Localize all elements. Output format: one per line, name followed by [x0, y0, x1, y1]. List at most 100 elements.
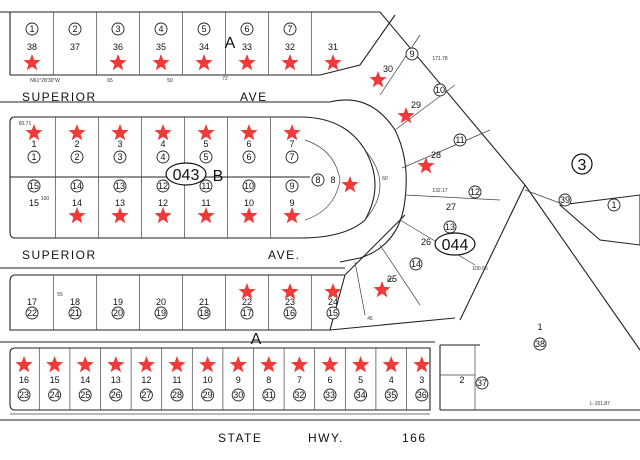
- row4-lot-number-7: 24: [328, 297, 338, 307]
- street-superior-mid: SUPERIOR: [22, 248, 97, 262]
- row5-parcel-number-3: 26: [111, 390, 121, 400]
- row3-parcel-circle-2: [113, 179, 127, 193]
- row2-lot-number-6: 7: [289, 139, 294, 149]
- east-lot-2[interactable]: 39: [558, 193, 572, 207]
- row2-lot-6[interactable]: 77: [283, 124, 301, 164]
- row2-star-marker-5: [240, 124, 258, 141]
- row1-lot-2[interactable]: 336: [109, 22, 127, 71]
- street-superior-top: SUPERIOR: [22, 90, 97, 104]
- row2-star-marker-6: [283, 124, 301, 141]
- row2-lot-3[interactable]: 44: [154, 124, 172, 164]
- cul-de-sac-parcel-circle: [311, 173, 325, 187]
- block-3-circle: 3: [571, 153, 593, 175]
- row1-parcel-number-3: 4: [158, 24, 163, 34]
- row3-lot-6[interactable]: 99: [283, 179, 301, 224]
- block-label-b: B: [213, 168, 224, 185]
- row5-lot-number-11: 5: [358, 375, 363, 385]
- row4-parcel-number-2: 20: [113, 308, 123, 318]
- row1-lot-5[interactable]: 633: [238, 22, 256, 71]
- row5-lot-12[interactable]: 354: [382, 356, 400, 402]
- row4-parcel-number-5: 17: [242, 308, 252, 318]
- row1-lot-3[interactable]: 435: [152, 22, 170, 71]
- row1-lot-4[interactable]: 534: [195, 22, 213, 71]
- row5-lot-8[interactable]: 318: [260, 356, 278, 402]
- row3-lot-number-3: 12: [158, 198, 168, 208]
- row2-parcel-number-4: 5: [203, 152, 208, 162]
- row2-lot-5[interactable]: 66: [240, 124, 258, 164]
- row3-parcel-number-5: 10: [244, 181, 254, 191]
- row3-lot-number-2: 13: [115, 198, 125, 208]
- row1-parcel-circle-6: [283, 22, 297, 36]
- row1-star-marker-6: [281, 54, 299, 71]
- fan-parcel-circle-0: [405, 47, 419, 61]
- row2-lot-2[interactable]: 33: [111, 124, 129, 164]
- row2-lot-4[interactable]: 55: [197, 124, 215, 164]
- row4-parcel-circle-1: [68, 306, 82, 320]
- row1-lot-number-7: 31: [328, 42, 338, 52]
- dim-label-9: L-151.87: [590, 401, 610, 407]
- fan-lot-0[interactable]: 309: [369, 47, 419, 88]
- row2-star-marker-2: [111, 124, 129, 141]
- row5-star-marker-0: [15, 356, 33, 373]
- row1-lot-6[interactable]: 732: [281, 22, 299, 71]
- cul-de-sac-width-label: 60: [382, 176, 388, 182]
- row1-lot-number-4: 34: [199, 42, 209, 52]
- row5-lot-11[interactable]: 345: [352, 356, 370, 402]
- row1-lot-number-0: 38: [27, 42, 37, 52]
- row1-lot-7[interactable]: 31: [324, 42, 342, 71]
- row2-lot-0[interactable]: 11: [25, 124, 43, 164]
- row3-parcel-circle-0: [27, 179, 41, 193]
- row5-lot-number-9: 7: [297, 375, 302, 385]
- east-lot-0[interactable]: 138: [533, 322, 547, 351]
- row5-lot-9[interactable]: 32 7: [290, 356, 308, 402]
- row1-lot-1[interactable]: 237: [68, 22, 82, 52]
- fan-parcel-number-2: 11: [455, 135, 464, 145]
- dim-label-7: 60: [387, 278, 393, 284]
- row5-lot-7[interactable]: 309: [229, 356, 247, 402]
- row1-parcel-number-6: 7: [287, 24, 292, 34]
- row4-parcel-circle-6: [283, 306, 297, 320]
- row5-parcel-number-4: 27: [141, 390, 151, 400]
- cul-de-sac-lot-number: 8: [330, 175, 335, 185]
- row1-lot-0[interactable]: 138: [23, 22, 41, 71]
- row2-lot-1[interactable]: 22: [68, 124, 86, 164]
- east-lot-3[interactable]: 1: [607, 198, 621, 212]
- row5-parcel-number-9: 32: [294, 390, 304, 400]
- parcel-linework: [0, 11, 640, 421]
- row5-lot-10[interactable]: 336: [321, 356, 339, 402]
- row5-lot-13[interactable]: 363: [413, 356, 431, 402]
- dim-label-12: 171.78: [432, 56, 448, 62]
- row5-parcel-number-8: 31: [264, 390, 274, 400]
- fan-parcel-circle-1: [433, 83, 447, 97]
- row5-star-marker-1: [46, 356, 64, 373]
- row1-parcel-circle-1: [68, 22, 82, 36]
